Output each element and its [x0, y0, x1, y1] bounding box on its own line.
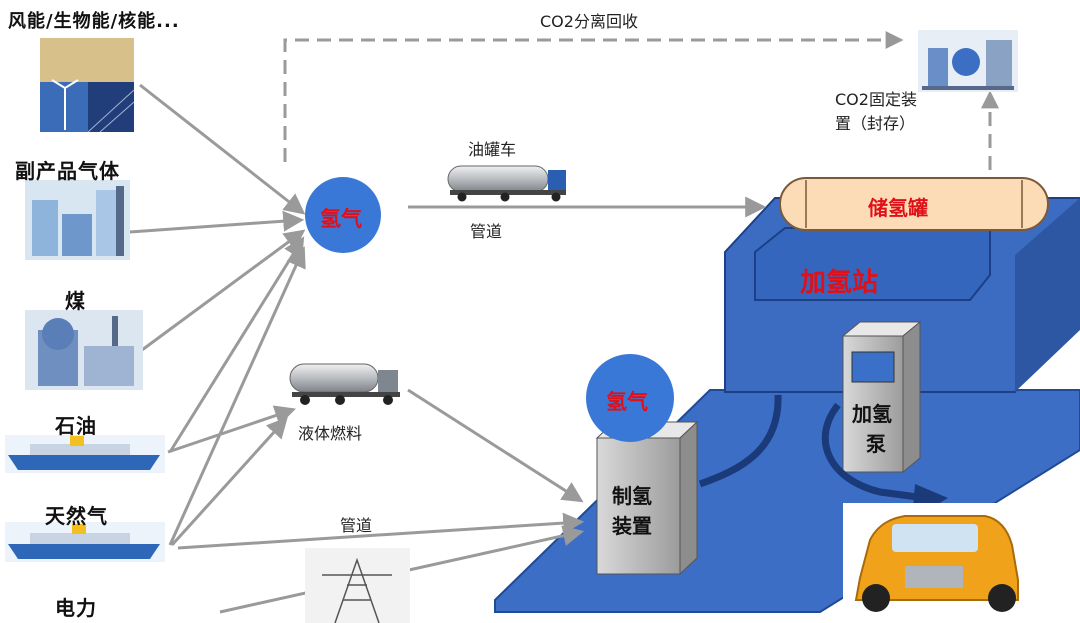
- production-device-label-line1: 制氢: [612, 484, 652, 508]
- onsite-hydrogen-label: 氢气: [606, 390, 648, 414]
- renewable-energy-image: [40, 38, 135, 133]
- power-tower-image: [305, 548, 410, 623]
- storage-tank: [779, 177, 1049, 231]
- source-label-oil: 石油: [55, 414, 97, 438]
- hydrogen-node: [305, 177, 381, 253]
- natural-gas-tanker-image: [5, 522, 165, 562]
- station-title: 加氢站: [800, 268, 879, 298]
- production-device: [596, 437, 681, 575]
- tanker-truck-top: [447, 165, 566, 202]
- pipeline-bottom-label: 管道: [340, 516, 373, 535]
- source-label-coal: 煤: [65, 289, 86, 313]
- co2-fixation-facility-icon: [918, 30, 1018, 92]
- hydrogen-label: 氢气: [320, 207, 362, 231]
- storage-tank-label: 储氢罐: [868, 196, 928, 220]
- onsite-hydrogen-node: [586, 354, 674, 442]
- tanker-truck-liquid-fuel: [289, 363, 400, 405]
- source-label-byproduct: 副产品气体: [15, 159, 120, 183]
- byproduct-gas-image: [25, 180, 130, 260]
- liquid-fuel-label: 液体燃料: [298, 424, 363, 443]
- pump-screen: [851, 351, 895, 383]
- co2-fixation-label-line2: 置（封存）: [835, 114, 916, 133]
- coal-image: [25, 310, 143, 390]
- production-device-label-line2: 装置: [612, 514, 652, 538]
- co2-recovery-label: CO2分离回收: [540, 12, 638, 31]
- co2-fixation-label-line1: CO2固定装: [835, 90, 917, 109]
- hose-right: [821, 402, 926, 502]
- pump-label-line1: 加氢: [852, 402, 892, 426]
- pump-label-line2: 泵: [866, 432, 886, 456]
- source-label-electricity: 电力: [55, 596, 97, 620]
- oil-tanker-image: [5, 435, 165, 473]
- hose-left: [698, 394, 782, 488]
- source-label-natural-gas: 天然气: [45, 504, 108, 528]
- co2-recovery-loop: [283, 31, 999, 170]
- pipeline-top-label: 管道: [470, 222, 503, 241]
- station-title-box: [754, 227, 991, 301]
- station-building-side: [1015, 198, 1080, 392]
- tanker-truck-label: 油罐车: [468, 140, 517, 159]
- source-label-renewable: 风能/生物能/核能...: [8, 11, 180, 32]
- car-image: [843, 503, 1023, 623]
